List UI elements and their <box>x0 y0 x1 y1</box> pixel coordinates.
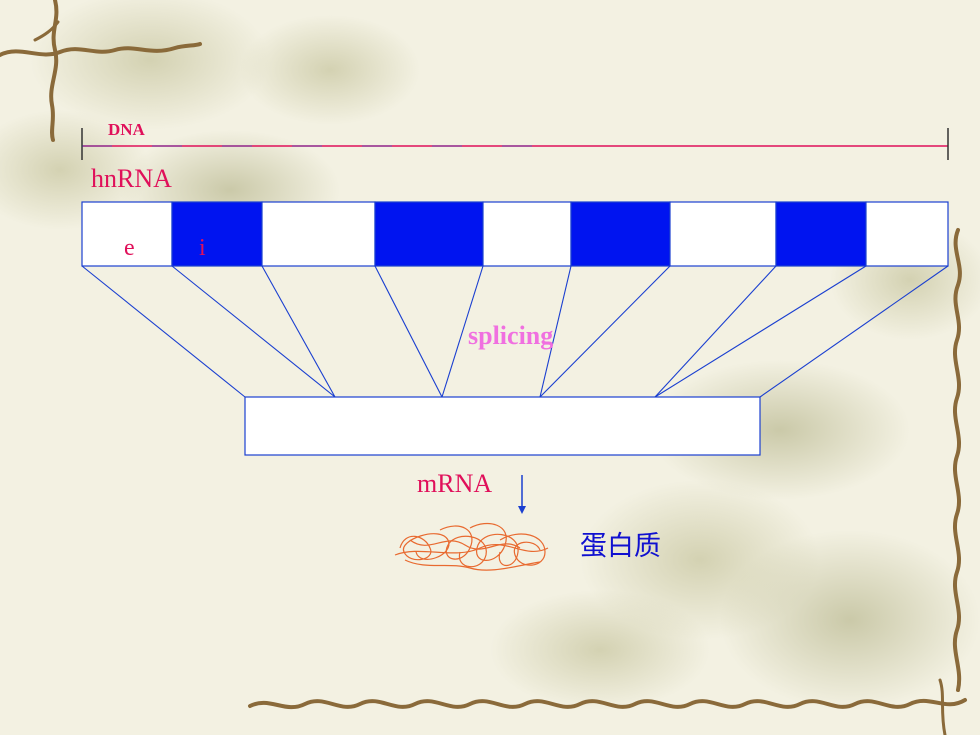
exon-label: e <box>124 235 135 261</box>
hnrna-exon <box>81 201 173 267</box>
vine-right <box>952 228 962 692</box>
hnrna-intron <box>171 201 263 267</box>
hnrna-exon <box>865 201 949 267</box>
hnrna-label: hnRNA <box>91 164 172 193</box>
splicing-lines <box>81 265 949 398</box>
hnrna-intron <box>374 201 484 267</box>
hnrna-bar <box>81 201 949 267</box>
intron-label: i <box>199 235 206 261</box>
vine-top-left <box>0 0 202 142</box>
dna-label: DNA <box>108 120 145 139</box>
protein-label: 蛋白质 <box>580 531 661 562</box>
hnrna-intron <box>775 201 867 267</box>
hnrna-exon <box>261 201 376 267</box>
mrna-label: mRNA <box>417 469 493 498</box>
down-arrow-icon <box>518 475 526 514</box>
vine-bottom <box>248 678 967 735</box>
mrna-bar <box>244 396 761 456</box>
hnrna-exon <box>482 201 572 267</box>
hnrna-exon <box>669 201 777 267</box>
protein-squiggle-icon <box>394 522 549 571</box>
splicing-label: splicing <box>468 321 554 350</box>
hnrna-intron <box>570 201 671 267</box>
